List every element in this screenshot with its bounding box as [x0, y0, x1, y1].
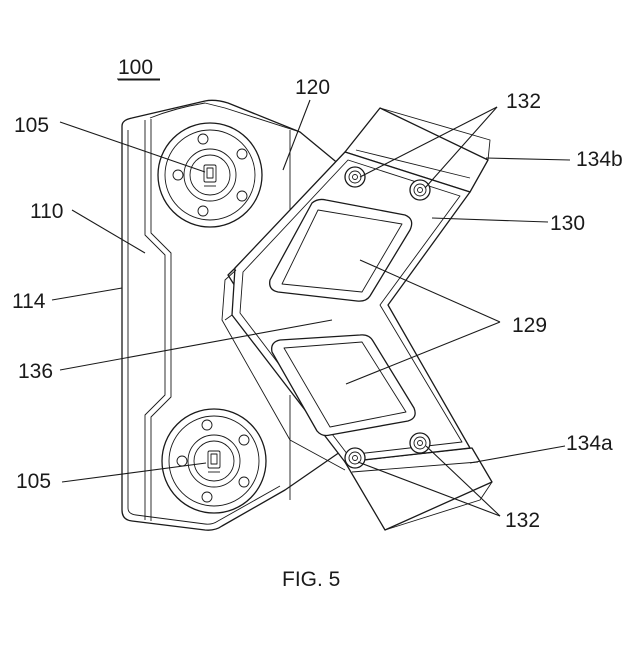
label-fasteners-bottom: 132 — [505, 509, 540, 532]
port-bottom — [162, 409, 266, 513]
label-plate: 120 — [295, 76, 330, 99]
label-port-top: 105 — [14, 114, 49, 137]
label-channel: 136 — [18, 360, 53, 383]
label-edge: 114 — [12, 290, 46, 313]
fastener-bottom-left — [345, 448, 365, 468]
label-fasteners-top: 132 — [506, 90, 541, 113]
label-insert: 130 — [550, 212, 585, 235]
port-top — [158, 123, 262, 227]
label-assembly: 100 — [118, 56, 153, 79]
fastener-top-right — [410, 180, 430, 200]
fastener-bottom-right — [410, 433, 430, 453]
label-port-bottom: 105 — [16, 470, 51, 493]
label-body: 110 — [30, 200, 63, 223]
fastener-top-left — [345, 167, 365, 187]
label-windows: 129 — [512, 314, 547, 337]
label-lip-bottom: 134a — [566, 432, 613, 455]
label-lip-top: 134b — [576, 148, 623, 171]
figure-caption: FIG. 5 — [282, 568, 340, 591]
